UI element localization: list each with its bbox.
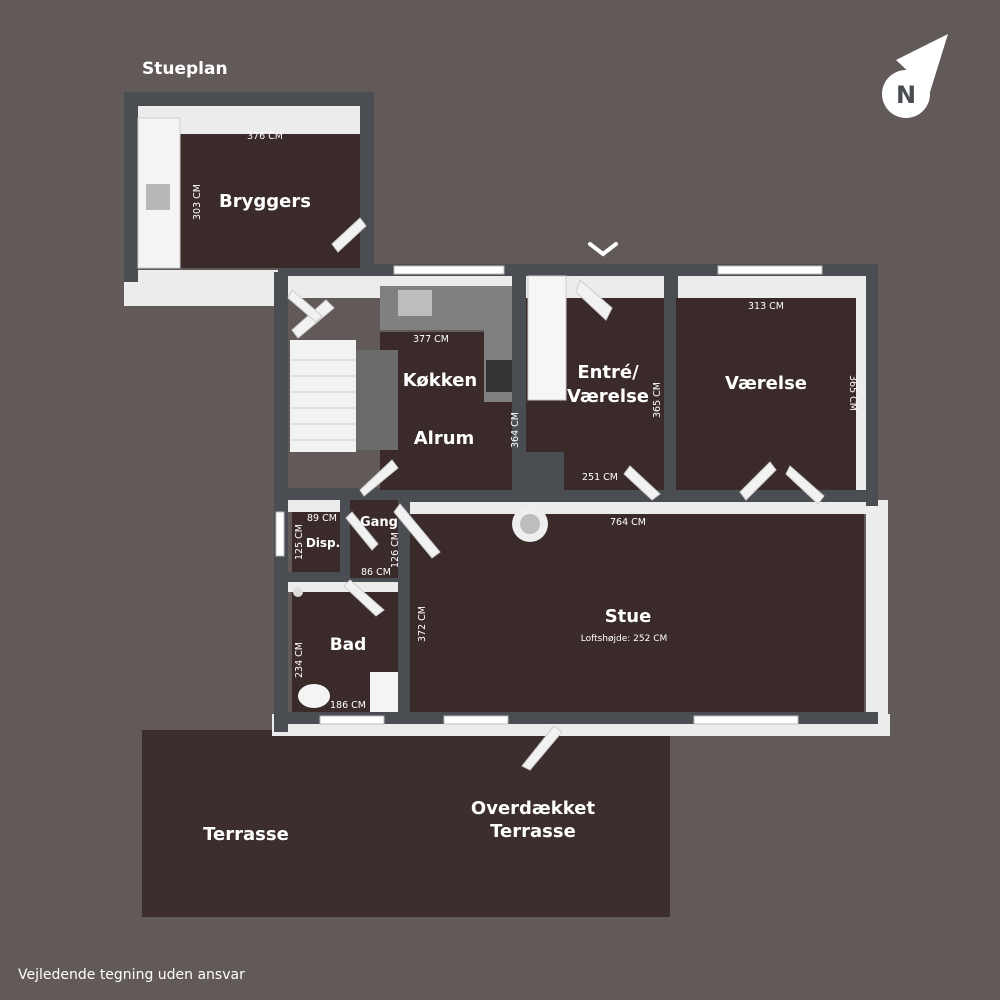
dim-bryggers-w: 376 CM: [247, 131, 283, 142]
fireplace-inner: [520, 514, 540, 534]
label-overdaekket-1: Overdækket: [471, 798, 596, 819]
label-entre-1: Entré/: [577, 362, 639, 383]
sink-bad: [293, 587, 303, 597]
dim-kokken-h: 364 CM: [510, 412, 521, 448]
fridge: [527, 275, 567, 401]
dim-bryggers-h: 303 CM: [192, 184, 203, 220]
label-kokken: Køkken: [403, 370, 477, 391]
entre-pillar: [526, 452, 564, 490]
dim-gang-w: 86 CM: [361, 567, 391, 578]
dim-vaerelse-h: 365 CM: [847, 375, 858, 411]
stairs: [290, 340, 398, 452]
dim-gang-h: 126 CM: [390, 532, 401, 568]
toilet: [298, 684, 330, 708]
compass-letter: N: [896, 81, 916, 109]
label-disp: Disp.: [306, 536, 340, 550]
dim-entre-h: 365 CM: [652, 382, 663, 418]
floor-bryggers: [180, 134, 360, 268]
dim-disp-h: 125 CM: [294, 524, 305, 560]
plan-title: Stueplan: [142, 59, 228, 79]
terrace-area: [142, 730, 670, 917]
label-bryggers: Bryggers: [219, 191, 311, 212]
dim-bad-h: 234 CM: [294, 642, 305, 678]
doors: [287, 217, 825, 771]
stove: [486, 360, 512, 392]
dim-bad-w: 186 CM: [330, 700, 366, 711]
dim-entre-w: 251 CM: [582, 472, 618, 483]
dim-stue-w: 764 CM: [610, 517, 646, 528]
shower: [370, 672, 398, 712]
floor-disp: [292, 512, 340, 572]
label-terrasse: Terrasse: [203, 824, 289, 845]
floor-vaerelse: [676, 298, 856, 490]
label-overdaekket-2: Terrasse: [490, 821, 576, 842]
label-alrum: Alrum: [414, 428, 475, 449]
label-entre-2: Værelse: [567, 386, 649, 407]
windows: [275, 265, 823, 725]
compass-icon: N: [882, 34, 948, 118]
dim-stue-h: 372 CM: [417, 606, 428, 642]
floor-stue: [410, 512, 864, 712]
disclaimer: Vejledende tegning uden ansvar: [18, 967, 245, 983]
dim-disp-w: 89 CM: [307, 513, 337, 524]
entry-arrow-icon: [588, 242, 618, 257]
dim-vaerelse-w: 313 CM: [748, 301, 784, 312]
label-vaerelse: Værelse: [725, 373, 807, 394]
label-gang: Gang: [360, 515, 398, 530]
label-stue: Stue: [605, 606, 652, 627]
label-bad: Bad: [330, 635, 367, 655]
kitchen-sink: [398, 290, 432, 316]
dim-kokken-w: 377 CM: [413, 334, 449, 345]
bryggers-sink: [146, 184, 170, 210]
stue-ceiling-note: Loftshøjde: 252 CM: [581, 634, 668, 644]
